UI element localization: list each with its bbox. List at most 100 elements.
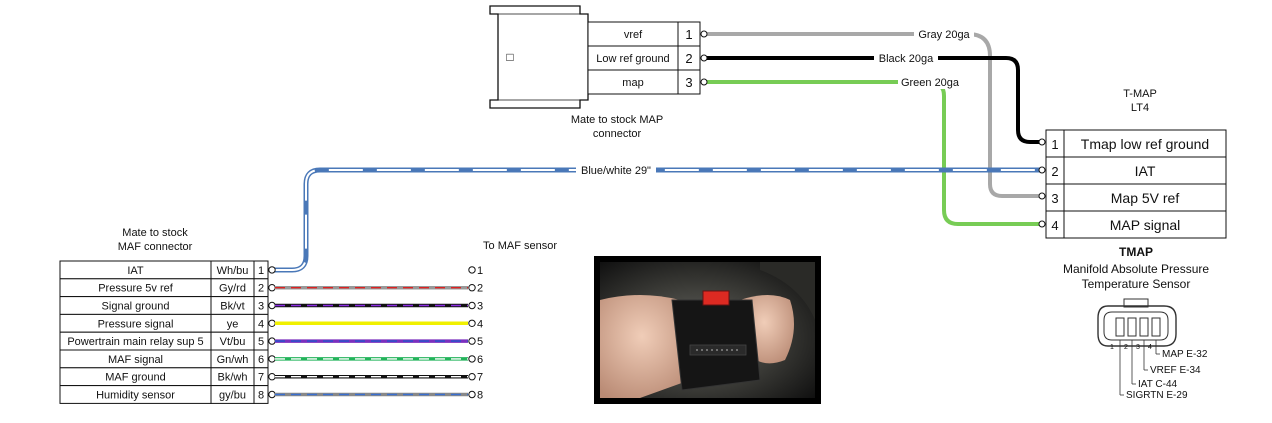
tmap-connector: T-MAP LT4 1 2 3 4 Tmap low ref ground IA… — [1038, 88, 1227, 239]
map-pin-2-terminal — [700, 54, 708, 62]
gray-wire-label: Gray 20ga — [918, 29, 970, 41]
maf-left-terminal — [268, 355, 276, 363]
maf-right-terminal — [468, 390, 476, 399]
maf-row-wire-code: Bk/wh — [218, 372, 248, 384]
tmap-callout-iat: IAT C-44 — [1138, 379, 1178, 390]
maf-row-wire-code: Gn/wh — [217, 354, 249, 366]
map-pin-3-terminal — [700, 78, 708, 86]
maf-sensor-pin-number: 3 — [477, 301, 483, 313]
tmap-sensor-subtitle-line1: Manifold Absolute Pressure — [1063, 262, 1209, 276]
tmap-sensor-subtitle-line2: Temperature Sensor — [1082, 277, 1191, 291]
maf-row-pin-number: 2 — [258, 283, 264, 295]
maf-row-wire-code: Gy/rd — [219, 283, 246, 295]
maf-left-terminal — [268, 319, 276, 327]
tmap-callout-sigrtn: SIGRTN E-29 — [1126, 390, 1188, 401]
maf-connector-caption-line1: Mate to stock — [122, 227, 188, 239]
tmap-callout-vref: VREF E-34 — [1150, 365, 1201, 376]
maf-row-name: Humidity sensor — [96, 390, 175, 402]
maf-row-name: MAF signal — [108, 354, 163, 366]
map-connector-housing — [489, 5, 589, 109]
tmap-sensor-drawing — [1097, 298, 1177, 396]
maf-sensor-pin-number: 4 — [477, 318, 483, 330]
maf-row-pin-number: 6 — [258, 354, 264, 366]
maf-row-name: Pressure 5v ref — [98, 283, 174, 295]
maf-connector-photo — [594, 256, 821, 404]
maf-sensor-pin-number: 1 — [477, 265, 483, 277]
map-pin-label-vref: vref — [624, 29, 643, 41]
maf-right-terminal — [468, 319, 476, 327]
maf-row-wire-code: gy/bu — [219, 390, 246, 402]
tmap-pin-number-4: 4 — [1051, 218, 1058, 233]
tmap-pin-number-3: 3 — [1051, 191, 1058, 206]
map-wires: Gray 20ga Black 20ga Green 20ga — [700, 27, 1042, 226]
maf-connector: Mate to stock MAF connector To MAF senso… — [59, 227, 557, 404]
maf-table-row: MAF signal Gn/wh 6 6 — [59, 349, 483, 369]
maf-table-row: Humidity sensor gy/bu 8 8 — [59, 385, 483, 404]
maf-right-terminal — [468, 337, 476, 345]
map-connector: □ vref Low ref ground map 1 2 3 Mate to … — [489, 5, 701, 140]
tmap-pin-number-2: 2 — [1051, 164, 1058, 179]
maf-row-pin-number: 3 — [258, 301, 264, 313]
maf-right-terminal — [468, 355, 476, 363]
tmap-title-line1: T-MAP — [1123, 88, 1157, 100]
maf-connector-caption-line2: MAF connector — [118, 241, 193, 253]
gray-wire — [704, 32, 1042, 198]
tmap-sensor: TMAP Manifold Absolute Pressure Temperat… — [1063, 245, 1209, 401]
map-connector-latch-symbol: □ — [506, 50, 513, 64]
black-wire-label: Black 20ga — [879, 53, 934, 65]
map-pin-number-2: 2 — [685, 51, 692, 66]
maf-table-row: Signal ground Bk/vt 3 3 — [59, 296, 483, 315]
tmap-sensor-pin-num-4: 4 — [1148, 344, 1152, 351]
tmap-pin-label-1: Tmap low ref ground — [1081, 136, 1209, 152]
maf-sensor-pin-number: 6 — [477, 354, 483, 366]
maf-left-terminal — [268, 284, 276, 292]
maf-left-terminal — [268, 266, 276, 274]
map-connector-caption-line2: connector — [593, 128, 642, 140]
map-pin-number-3: 3 — [685, 75, 692, 90]
tmap-pin-label-2: IAT — [1135, 163, 1156, 179]
iat-wire-label: Blue/white 29" — [581, 165, 651, 177]
maf-sensor-pin-number: 5 — [477, 336, 483, 348]
tmap-pin-label-3: Map 5V ref — [1111, 190, 1180, 206]
maf-table-row: Powertrain main relay sup 5 Vt/bu 5 5 — [59, 331, 483, 351]
maf-left-terminal — [268, 337, 276, 345]
iat-wire: Blue/white 29" — [274, 163, 1042, 273]
maf-row-pin-number: 5 — [258, 336, 264, 348]
maf-row-name: Powertrain main relay sup 5 — [67, 336, 203, 348]
green-wire-label: Green 20ga — [901, 77, 960, 89]
maf-row-pin-number: 8 — [258, 390, 264, 402]
maf-row-name: IAT — [127, 265, 144, 277]
maf-right-terminal — [468, 266, 476, 274]
maf-sensor-caption: To MAF sensor — [483, 240, 557, 252]
maf-right-terminal — [468, 301, 476, 310]
maf-left-terminal — [268, 390, 276, 399]
tmap-pin-number-1: 1 — [1051, 137, 1058, 152]
maf-row-pin-number: 1 — [258, 265, 264, 277]
maf-row-name: Signal ground — [102, 301, 170, 313]
maf-left-terminal — [268, 373, 276, 381]
maf-left-terminal — [268, 301, 276, 310]
tmap-sensor-pin-num-1: 1 — [1110, 344, 1114, 351]
maf-row-wire-code: Vt/bu — [220, 336, 246, 348]
tmap-sensor-pin-num-2: 2 — [1124, 344, 1128, 351]
maf-row-wire-code: ye — [227, 318, 239, 330]
tmap-pin-label-4: MAP signal — [1110, 217, 1181, 233]
maf-row-name: MAF ground — [105, 372, 166, 384]
map-pin-1-terminal — [700, 30, 708, 38]
tmap-title-line2: LT4 — [1131, 102, 1149, 114]
map-pin-label-map: map — [622, 77, 643, 89]
maf-row-wire-code: Bk/vt — [220, 301, 244, 313]
maf-right-terminal — [468, 284, 476, 292]
maf-sensor-pin-number: 8 — [477, 390, 483, 402]
map-pin-label-low-ref-ground: Low ref ground — [596, 53, 669, 65]
maf-sensor-pin-number: 2 — [477, 283, 483, 295]
maf-sensor-pin-number: 7 — [477, 372, 483, 384]
maf-row-name: Pressure signal — [98, 318, 174, 330]
map-pin-number-1: 1 — [685, 27, 692, 42]
black-wire — [704, 56, 1042, 144]
